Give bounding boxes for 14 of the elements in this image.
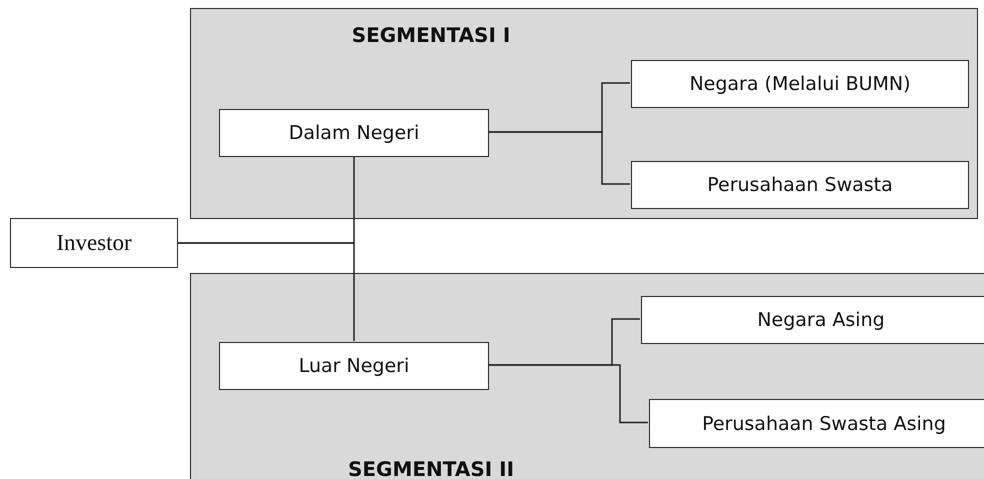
segment-panel: [190, 273, 984, 479]
section-title: SEGMENTASI II: [346, 457, 516, 479]
node-box: Negara Asing: [641, 296, 984, 344]
node-box: Dalam Negeri: [219, 109, 489, 157]
connector-line: [488, 131, 630, 185]
segment-panel: [190, 8, 978, 219]
node-box: Perusahaan Swasta Asing: [649, 399, 984, 448]
connector-line: [178, 242, 355, 341]
section-title: SEGMENTASI I: [350, 23, 512, 47]
node-box: Luar Negeri: [219, 342, 489, 390]
connector-line: [488, 364, 648, 424]
node-box: Negara (Melalui BUMN): [631, 60, 969, 108]
node-box: Perusahaan Swasta: [631, 161, 969, 209]
node-box: Investor: [10, 218, 178, 268]
